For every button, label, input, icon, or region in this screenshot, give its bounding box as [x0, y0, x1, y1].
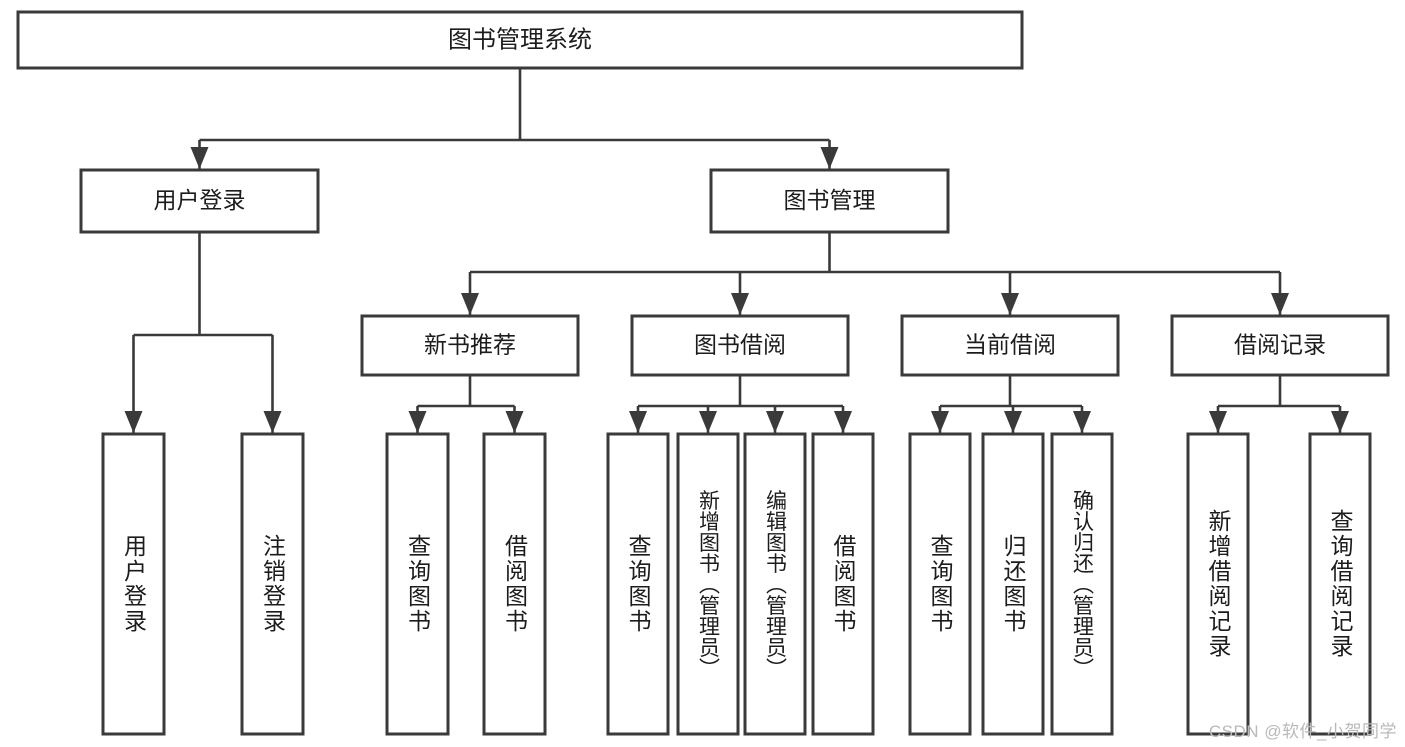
node-label: 借阅记录 [1234, 332, 1326, 358]
node-box [676, 432, 740, 736]
arrow-head-icon [629, 411, 647, 433]
leaf-node-查询图书[interactable]: 查询图书 [908, 432, 972, 736]
leaf-label: 编辑图书（管理员） [764, 490, 788, 679]
node-box [1308, 432, 1372, 736]
leaf-label: 注销登录 [260, 534, 287, 634]
node-layer: 图书管理系统用户登录图书管理新书推荐图书借阅当前借阅借阅记录用户登录注销登录查询… [16, 10, 1390, 736]
leaf-node-注销登录[interactable]: 注销登录 [240, 432, 305, 736]
arrow-head-icon [699, 411, 717, 433]
connector-layer [124, 68, 1349, 433]
leaf-label: 用户登录 [121, 534, 148, 634]
node-label: 图书管理 [784, 187, 876, 213]
arrow-head-icon [766, 411, 784, 433]
node-box [1170, 314, 1390, 377]
node-box [811, 432, 875, 736]
leaf-label: 借阅图书 [830, 534, 857, 634]
arrow-head-icon [505, 411, 524, 433]
node-box [1050, 432, 1114, 736]
node-label: 图书管理系统 [448, 26, 592, 53]
node-box [743, 432, 807, 736]
leaf-label: 新增图书（管理员） [697, 490, 721, 679]
arrow-head-icon [1004, 411, 1022, 433]
leaf-node-用户登录[interactable]: 用户登录 [101, 432, 166, 736]
node-box [16, 10, 1024, 70]
leaf-label: 查询借阅记录 [1327, 509, 1354, 659]
leaf-label: 查询图书 [927, 534, 954, 634]
leaf-label: 查询图书 [405, 534, 432, 634]
node-label: 新书推荐 [424, 332, 516, 358]
node-box [606, 432, 670, 736]
node-box [900, 314, 1120, 377]
node-box [981, 432, 1045, 736]
node-box [482, 432, 547, 736]
leaf-node-编辑图书管理员[interactable]: 编辑图书（管理员） [743, 432, 807, 736]
node-label: 图书借阅 [694, 332, 786, 358]
node-box [360, 314, 580, 377]
level3-node-图书借阅[interactable]: 图书借阅 [630, 314, 850, 377]
node-box [101, 432, 166, 736]
level3-node-新书推荐[interactable]: 新书推荐 [360, 314, 580, 377]
arrow-head-icon [1209, 411, 1227, 433]
node-box [1186, 432, 1250, 736]
leaf-node-查询图书[interactable]: 查询图书 [385, 432, 450, 736]
leaf-label: 借阅图书 [502, 534, 529, 634]
arrow-head-icon [1073, 411, 1091, 433]
level3-node-当前借阅[interactable]: 当前借阅 [900, 314, 1120, 377]
leaf-node-新增图书管理员[interactable]: 新增图书（管理员） [676, 432, 740, 736]
arrow-head-icon [1271, 293, 1289, 315]
node-box [240, 432, 305, 736]
arrow-head-icon [931, 411, 949, 433]
leaf-label: 确认归还（管理员） [1071, 490, 1095, 679]
arrow-head-icon [190, 147, 209, 169]
node-box [385, 432, 450, 736]
leaf-label: 归还图书 [1000, 534, 1027, 634]
arrow-head-icon [461, 293, 479, 315]
leaf-label: 新增借阅记录 [1205, 509, 1232, 659]
node-box [79, 168, 320, 234]
root-node-图书管理系统[interactable]: 图书管理系统 [16, 10, 1024, 70]
node-label: 当前借阅 [964, 332, 1056, 358]
arrow-head-icon [408, 411, 427, 433]
arrow-head-icon [820, 147, 839, 169]
arrow-head-icon [1331, 411, 1349, 433]
node-box [709, 168, 950, 234]
arrow-head-icon [263, 411, 282, 433]
level3-node-借阅记录[interactable]: 借阅记录 [1170, 314, 1390, 377]
arrow-head-icon [1001, 293, 1019, 315]
arrow-head-icon [834, 411, 852, 433]
level2-node-用户登录[interactable]: 用户登录 [79, 168, 320, 234]
arrow-head-icon [124, 411, 143, 433]
leaf-node-查询图书[interactable]: 查询图书 [606, 432, 670, 736]
leaf-node-查询借阅记录[interactable]: 查询借阅记录 [1308, 432, 1372, 736]
node-box [908, 432, 972, 736]
leaf-node-归还图书[interactable]: 归还图书 [981, 432, 1045, 736]
leaf-node-借阅图书[interactable]: 借阅图书 [811, 432, 875, 736]
node-label: 用户登录 [154, 187, 246, 213]
leaf-node-新增借阅记录[interactable]: 新增借阅记录 [1186, 432, 1250, 736]
level2-node-图书管理[interactable]: 图书管理 [709, 168, 950, 234]
arrow-head-icon [731, 293, 749, 315]
leaf-label: 查询图书 [625, 534, 652, 634]
leaf-node-借阅图书[interactable]: 借阅图书 [482, 432, 547, 736]
node-box [630, 314, 850, 377]
leaf-node-确认归还管理员[interactable]: 确认归还（管理员） [1050, 432, 1114, 736]
